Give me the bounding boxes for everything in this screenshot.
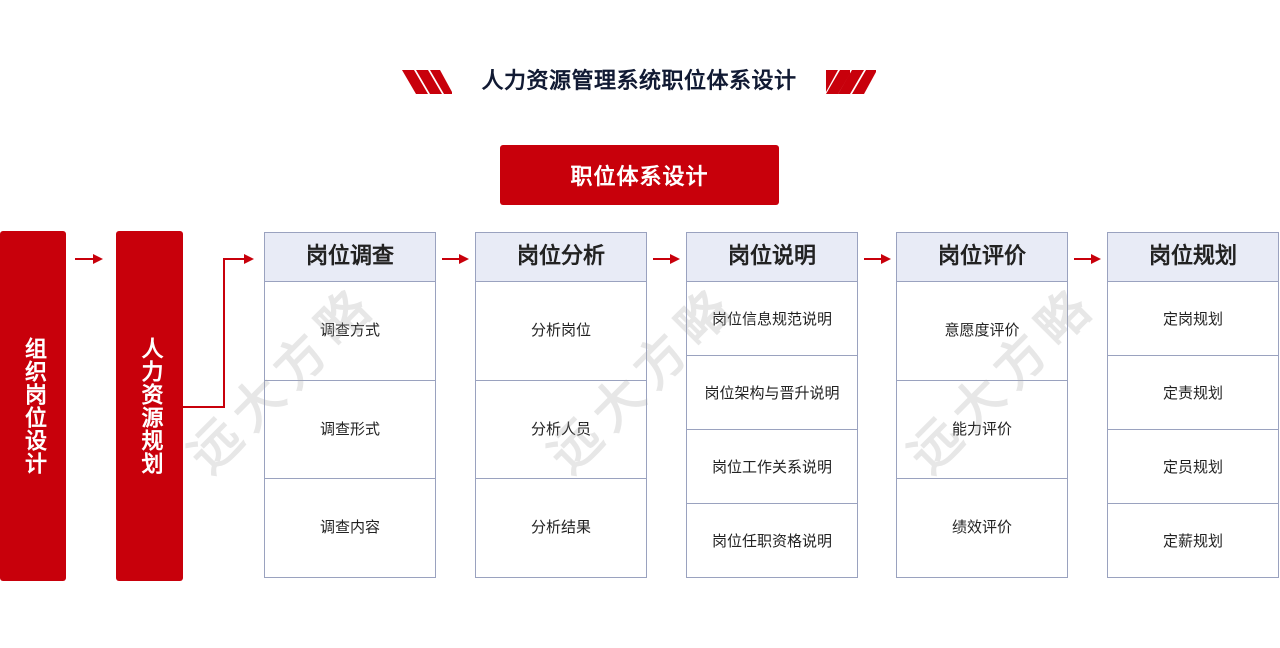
list-item: 调查形式 xyxy=(265,381,435,480)
top-box-position-system-design: 职位体系设计 xyxy=(500,145,779,205)
column-survey: 岗位调查 调查方式 调查形式 调查内容 xyxy=(264,232,436,578)
bar-org-position-design: 组织岗位设计 xyxy=(0,231,66,581)
arrowhead xyxy=(459,254,469,264)
column-evaluation-header: 岗位评价 xyxy=(897,233,1067,282)
list-item: 分析岗位 xyxy=(476,282,646,381)
column-analysis-header: 岗位分析 xyxy=(476,233,646,282)
list-item: 分析人员 xyxy=(476,381,646,480)
list-item: 定薪规划 xyxy=(1162,532,1223,550)
column-description: 岗位说明 岗位信息规范说明 岗位架构与晋升说明 岗位工作关系说明 岗位任职资格说… xyxy=(686,232,858,578)
list-item: 调查内容 xyxy=(319,518,380,537)
column-description-header: 岗位说明 xyxy=(687,233,857,282)
bar-hr-planning-label: 人力资源规划 xyxy=(137,337,163,475)
list-item: 分析结果 xyxy=(530,518,591,537)
list-item: 定员规划 xyxy=(1108,430,1278,504)
list-item: 定责规划 xyxy=(1108,356,1278,430)
list-item: 岗位工作关系说明 xyxy=(687,430,857,504)
page-title: 人力资源管理系统职位体系设计 xyxy=(481,69,797,94)
column-survey-header: 岗位调查 xyxy=(265,233,435,282)
list-item: 定岗规划 xyxy=(1108,282,1278,356)
column-planning-header: 岗位规划 xyxy=(1108,233,1278,282)
list-item: 岗位任职资格说明 xyxy=(711,532,832,550)
column-analysis: 岗位分析 分析岗位 分析人员 分析结果 xyxy=(475,232,647,578)
bar-org-position-design-label: 组织岗位设计 xyxy=(21,337,46,475)
arrowhead xyxy=(93,254,103,264)
bar-hr-planning: 人力资源规划 xyxy=(116,231,183,581)
list-item: 调查方式 xyxy=(265,282,435,381)
left-stripe-decoration xyxy=(402,70,452,94)
arrowhead xyxy=(244,254,254,264)
list-item: 意愿度评价 xyxy=(897,282,1067,381)
arrowhead xyxy=(670,254,680,264)
list-item: 能力评价 xyxy=(897,381,1067,480)
right-stripe-decoration xyxy=(826,70,876,94)
title-row: 人力资源管理系统职位体系设计 xyxy=(0,62,1280,102)
list-item: 岗位信息规范说明 xyxy=(687,282,857,356)
column-evaluation: 岗位评价 意愿度评价 能力评价 绩效评价 xyxy=(896,232,1068,578)
arrowhead xyxy=(881,254,891,264)
list-item: 绩效评价 xyxy=(951,518,1012,537)
list-item: 岗位架构与晋升说明 xyxy=(687,356,857,430)
column-planning: 岗位规划 定岗规划 定责规划 定员规划 定薪规划 xyxy=(1107,232,1279,578)
arrowhead xyxy=(1091,254,1101,264)
